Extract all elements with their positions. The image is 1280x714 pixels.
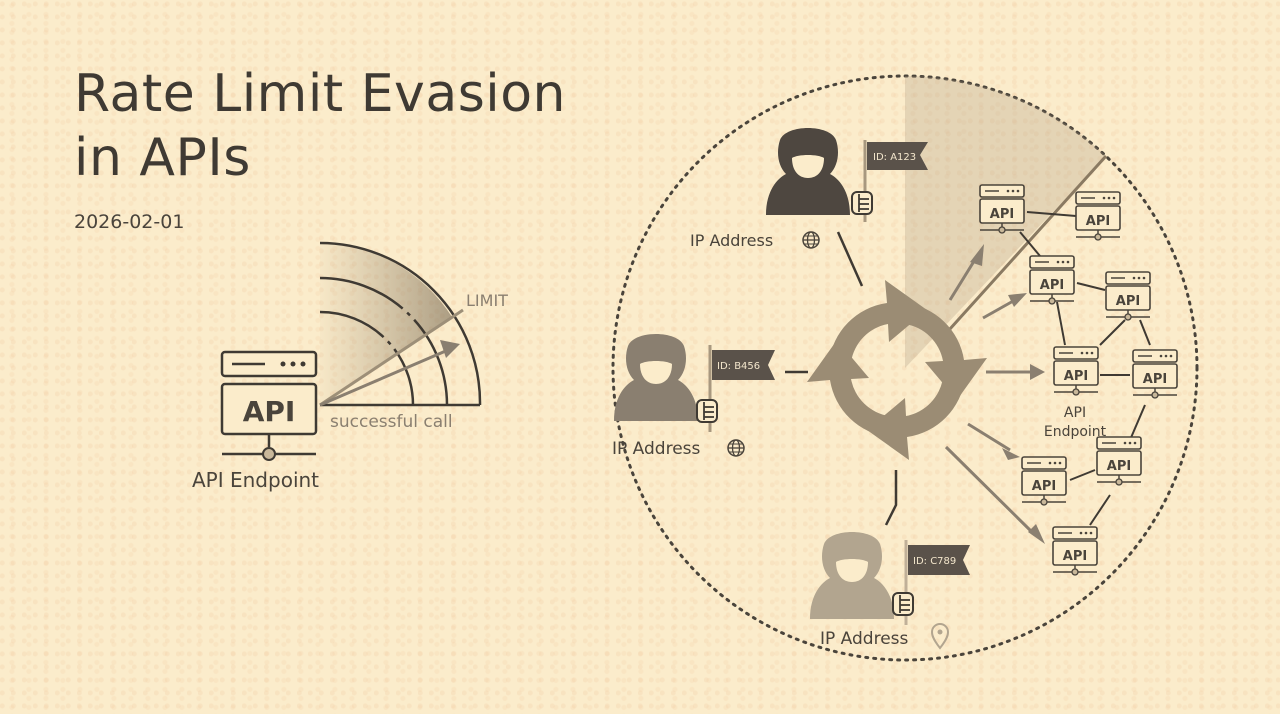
flag-id-b: ID: B456 (717, 361, 760, 372)
api-node: API (979, 184, 1025, 234)
globe-icon (802, 231, 820, 249)
svg-text:API: API (1143, 372, 1167, 387)
svg-text:API: API (1032, 479, 1056, 494)
api-endpoint-icon (220, 350, 318, 461)
rate-limit-gauge (319, 241, 482, 407)
api-node-endpoint: API (1053, 346, 1099, 396)
date-label: 2026-02-01 (74, 211, 185, 233)
globe-icon (727, 439, 745, 457)
api-endpoint-label: API Endpoint (192, 468, 319, 492)
title-line-2: in APIs (74, 128, 251, 188)
ip-label-a: IP Address (690, 231, 773, 250)
successful-call-label: successful call (330, 412, 453, 432)
rotate-cycle-icon (807, 280, 987, 460)
endpoint-caption-line-2: Endpoint (1044, 424, 1107, 440)
attacker-a: ID: A123 (766, 128, 928, 222)
location-pin-icon (930, 623, 950, 650)
attacker-b: ID: B456 (614, 334, 775, 432)
page-title: Rate Limit Evasion in APIs (74, 62, 566, 190)
attacker-c: ID: C789 (810, 532, 970, 625)
api-box-label: API (243, 395, 296, 428)
ip-label-c: IP Address (820, 629, 909, 649)
svg-text:API: API (1063, 549, 1087, 564)
api-node: API (1105, 271, 1151, 321)
api-node: API (1021, 456, 1067, 506)
api-node: API (1052, 526, 1098, 576)
svg-text:API: API (990, 207, 1014, 222)
svg-text:API: API (1040, 278, 1064, 293)
wedge-edge (938, 154, 1108, 342)
flag-id-a: ID: A123 (873, 152, 916, 163)
ip-label-b: IP Address (612, 439, 701, 459)
title-line-1: Rate Limit Evasion (74, 64, 567, 124)
outgoing-arrows (944, 257, 1037, 537)
api-node: API (1029, 255, 1075, 305)
api-node: API (1075, 191, 1121, 241)
arrow-heads (970, 244, 1045, 544)
svg-text:API: API (1064, 369, 1088, 384)
connector-c (884, 470, 898, 526)
svg-text:API: API (1107, 459, 1131, 474)
svg-text:API: API (1086, 214, 1110, 229)
svg-text:API: API (1116, 294, 1140, 309)
connector-a (836, 231, 864, 287)
api-network-links (1019, 211, 1151, 526)
api-node: API (1096, 436, 1142, 486)
api-node: API (1132, 349, 1178, 399)
flag-id-c: ID: C789 (913, 556, 956, 567)
endpoint-caption-line-1: API (1064, 405, 1086, 421)
network-boundary-circle (611, 74, 1199, 662)
limit-label: LIMIT (466, 291, 508, 310)
